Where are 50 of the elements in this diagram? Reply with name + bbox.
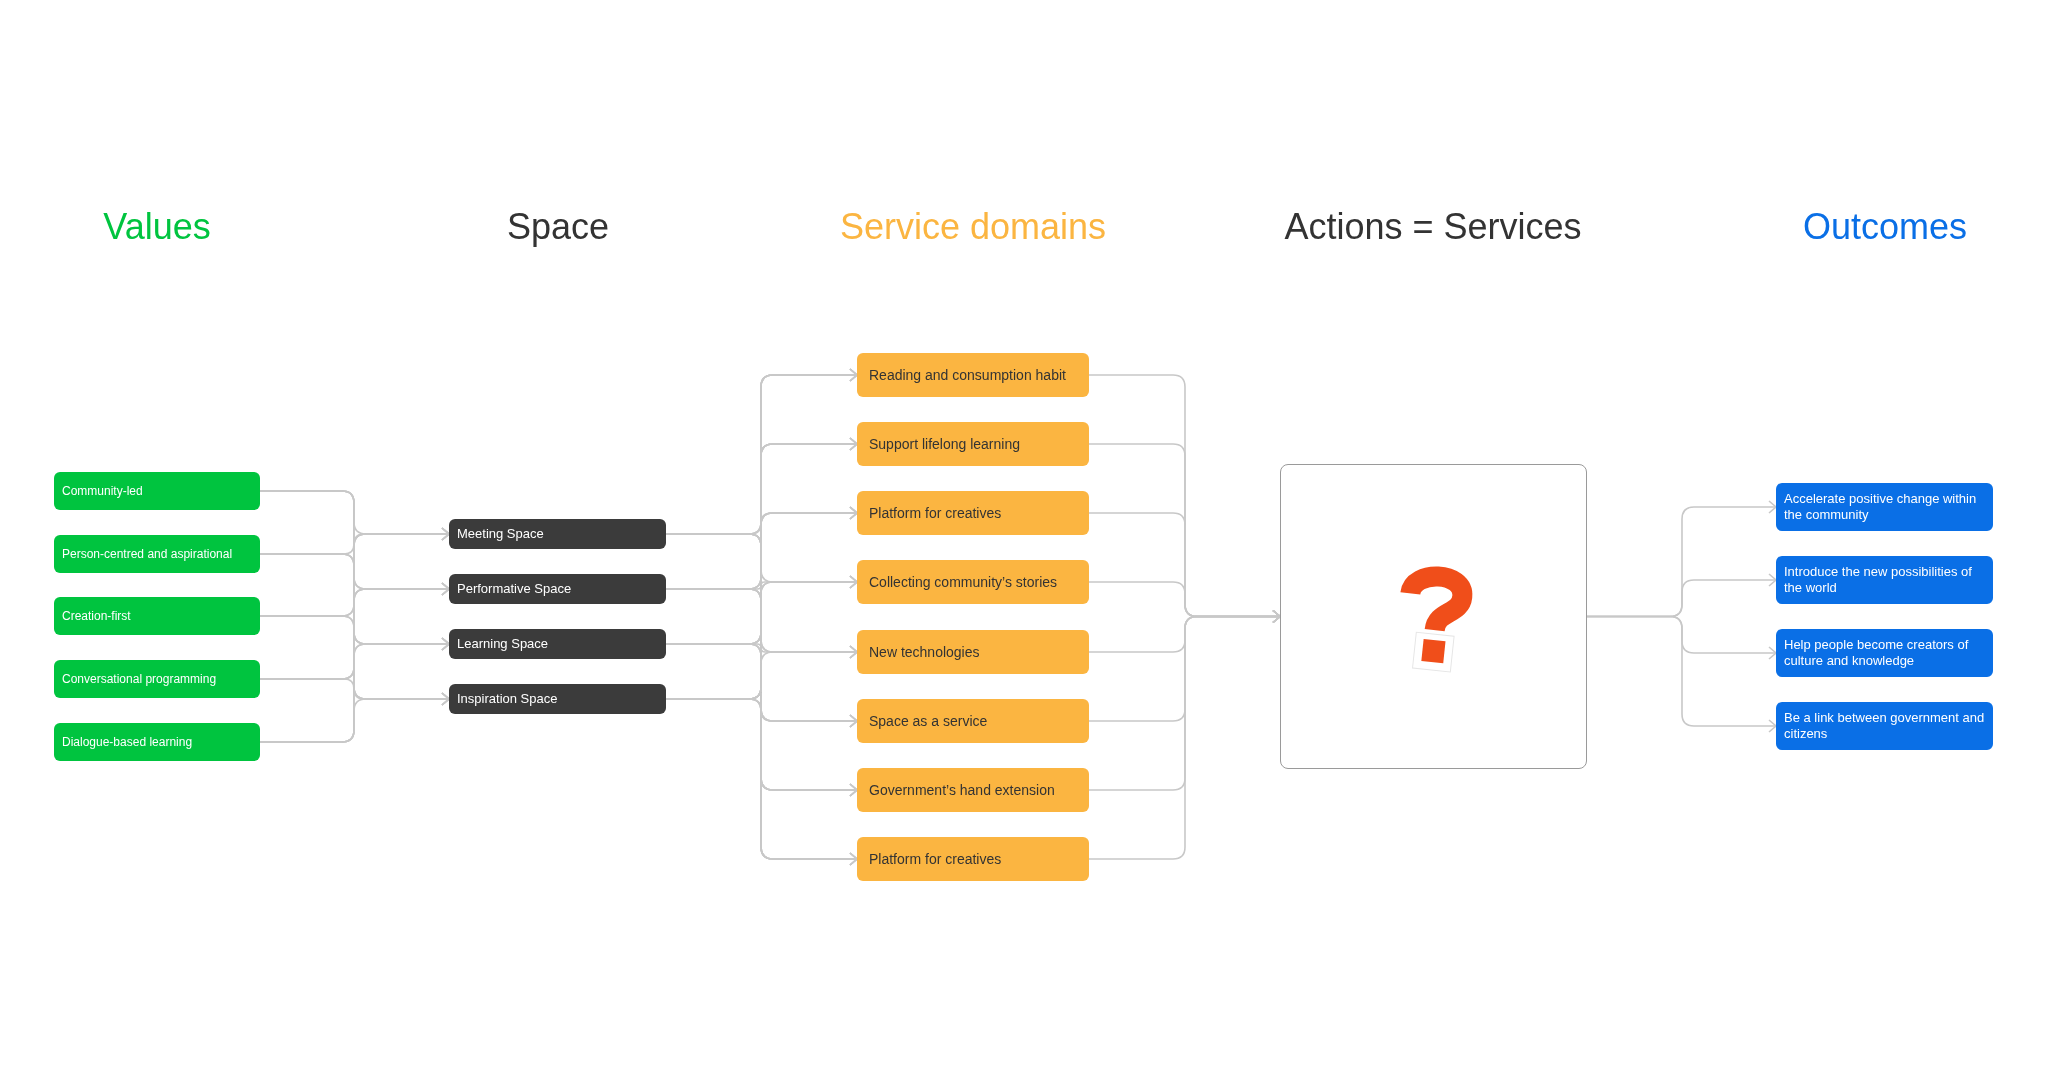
value-box [54,723,260,761]
service-domain-box [857,699,1089,743]
node-label: Creation-first [62,608,132,625]
node-label: Accelerate positive change within the community [1784,491,1978,523]
node-label: Community-led [62,483,144,500]
value-box [54,535,260,573]
service-domain-box [857,422,1089,466]
service-domain-box [857,630,1089,674]
service-domain-box [857,560,1089,604]
node-label: New technologies [869,642,981,662]
value-box [54,597,260,635]
column-heading: Service domains [839,205,1107,249]
node-label: Inspiration Space [457,690,559,709]
node-label: Dialogue-based learning [62,734,194,751]
node-label: Learning Space [457,635,550,654]
space-box [449,629,666,659]
action-box [1280,464,1587,769]
value-box [54,660,260,698]
column-heading: Space [506,205,610,249]
node-label: Support lifelong learning [869,434,1021,454]
column-heading: Values [103,205,211,249]
node-label: Platform for creatives [869,849,1003,869]
node-label: Be a link between government and citizens [1784,710,1985,742]
outcome-box [1776,702,1993,750]
service-domain-box [857,353,1089,397]
service-domain-box [857,491,1089,535]
column-heading: Actions = Services [1284,205,1582,249]
node-label: Conversational programming [62,671,218,688]
node-label: Government’s hand extension [869,780,1056,800]
node-label: Introduce the new possibilities of the world [1784,564,1973,596]
node-label: Space as a service [869,711,989,731]
service-domain-box [857,768,1089,812]
space-box [449,684,666,714]
space-box [449,574,666,604]
node-label: Help people become creators of culture and knowledge [1784,637,1970,669]
outcome-box [1776,556,1993,604]
node-label: Reading and consumption habit [869,365,1067,385]
outcome-box [1776,629,1993,677]
node-label: Performative Space [457,580,573,599]
space-box [449,519,666,549]
node-label: Person-centred and aspirational [62,546,234,563]
node-label: Meeting Space [457,525,545,544]
value-box [54,472,260,510]
connector-arrow [665,698,858,866]
outcome-box [1776,483,1993,531]
node-label: Platform for creatives [869,503,1003,523]
column-heading: Outcomes [1802,205,1968,249]
node-label: Collecting community’s stories [869,572,1059,592]
service-domain-box [857,837,1089,881]
connector-arrow [1586,615,1777,733]
